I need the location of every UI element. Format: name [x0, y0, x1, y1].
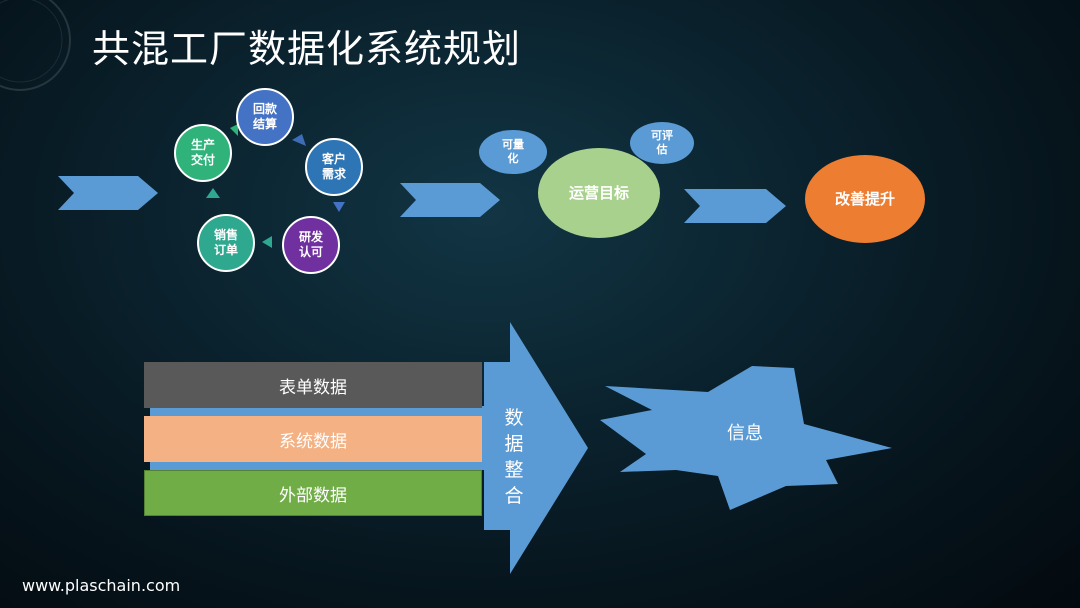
- corner-decoration: [0, 0, 71, 91]
- information-label: 信息: [727, 422, 763, 444]
- rd-approval-circle: 研发 认可: [282, 216, 340, 274]
- production-delivery-circle: 生产 交付: [174, 124, 232, 182]
- integration-arrow: [484, 322, 588, 574]
- information-burst: [600, 366, 892, 510]
- flow-arrow-3: [684, 189, 786, 223]
- external-data-label: 外部数据: [279, 485, 347, 506]
- sales-order-circle: 销售 订单: [197, 214, 255, 272]
- cycle-arrow-customer-to-rd: [333, 202, 345, 212]
- quantifiable-ellipse: 可量 化: [479, 130, 547, 174]
- sales-order-label: 销售 订单: [213, 228, 238, 257]
- operating-target-label: 运营目标: [568, 183, 629, 202]
- quantifiable-label: 可量 化: [502, 138, 524, 165]
- cycle-arrow-rd-to-sales: [262, 236, 272, 248]
- page-title: 共混工厂数据化系统规划: [92, 27, 522, 71]
- flow-arrow-2: [400, 183, 500, 217]
- cycle-arrow-payment-to-customer: [292, 134, 306, 146]
- cycle-arrow-sales-to-production: [206, 188, 220, 198]
- data-integration-label: 数 据 整 合: [504, 407, 524, 507]
- customer-demand-label: 客户 需求: [321, 152, 346, 181]
- rd-approval-label: 研发 认可: [298, 230, 323, 259]
- production-delivery-label: 生产 交付: [190, 138, 215, 167]
- evaluable-label: 可评 估: [651, 129, 673, 156]
- improvement-label: 改善提升: [834, 189, 895, 208]
- form-data-label: 表单数据: [279, 377, 347, 398]
- operating-target-ellipse: 运营目标: [538, 148, 660, 238]
- system-data-bar: 系统数据: [144, 416, 482, 462]
- system-data-label: 系统数据: [279, 431, 347, 452]
- cycle-arrow-production-to-payment: [230, 124, 238, 136]
- improvement-ellipse: 改善提升: [805, 155, 925, 243]
- footer-url: www.plaschain.com: [22, 576, 181, 595]
- form-data-bar: 表单数据: [144, 362, 482, 408]
- information-label-box: 信息: [712, 420, 778, 448]
- flow-arrow-1: [58, 176, 158, 210]
- external-data-bar: 外部数据: [144, 470, 482, 516]
- payment-settlement-circle: 回款 结算: [236, 88, 294, 146]
- payment-settlement-label: 回款 结算: [252, 102, 277, 131]
- customer-demand-circle: 客户 需求: [305, 138, 363, 196]
- evaluable-ellipse: 可评 估: [630, 122, 694, 164]
